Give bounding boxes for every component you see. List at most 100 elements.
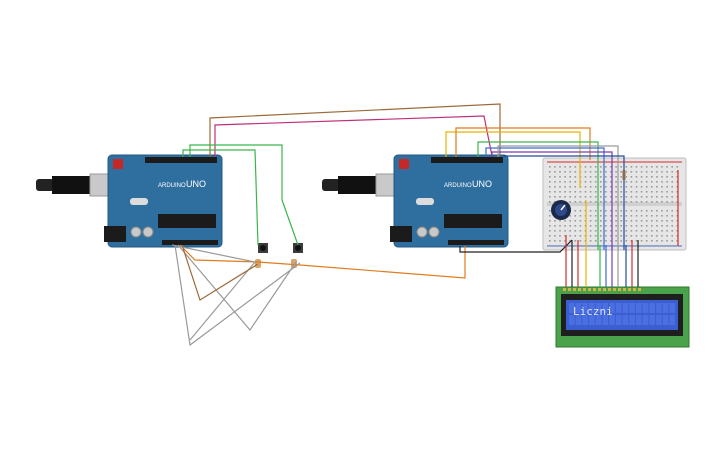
breadboard-hole — [651, 245, 653, 247]
pushbutton-2-cap[interactable] — [295, 245, 301, 251]
potentiometer[interactable] — [551, 200, 571, 220]
breadboard-hole — [676, 225, 679, 227]
breadboard-hole — [661, 235, 663, 237]
breadboard-hole — [605, 235, 607, 237]
breadboard-hole — [589, 215, 592, 217]
breadboard-hole — [559, 240, 561, 242]
wire-purple-top — [491, 151, 613, 250]
breadboard-hole — [625, 186, 628, 188]
lcd-pin — [598, 288, 601, 291]
reset-button-right[interactable] — [399, 159, 409, 169]
breadboard-hole — [549, 181, 551, 183]
breadboard-hole — [676, 196, 679, 198]
breadboard-hole — [656, 210, 658, 212]
breadboard-hole — [651, 166, 653, 168]
lcd-cell — [649, 303, 655, 313]
power-jack-left — [104, 226, 126, 242]
breadboard-hole — [666, 220, 668, 222]
breadboard-hole — [600, 181, 602, 183]
crystal-right — [416, 198, 434, 205]
breadboard-hole — [656, 201, 658, 203]
breadboard-hole — [569, 181, 571, 183]
lcd-cell — [615, 315, 622, 325]
breadboard-hole — [569, 171, 571, 173]
breadboard-hole — [615, 176, 617, 178]
breadboard-hole — [635, 210, 638, 212]
breadboard-hole — [671, 235, 673, 237]
breadboard-hole — [600, 196, 602, 198]
breadboard-hole — [610, 220, 612, 222]
breadboard-hole — [620, 220, 622, 222]
arduino-uno-right[interactable]: ARDUINO UNO — [322, 154, 509, 248]
breadboard-hole — [630, 235, 633, 237]
breadboard-hole — [635, 201, 638, 203]
breadboard-hole — [600, 240, 602, 242]
lcd-pin — [563, 288, 566, 291]
breadboard-hole — [640, 225, 643, 227]
lcd-pin — [628, 288, 631, 291]
breadboard-hole — [645, 201, 648, 203]
breadboard-hole — [610, 166, 612, 168]
pushbutton-2[interactable] — [293, 243, 303, 253]
lcd-16x2[interactable]: Liczni — [555, 286, 690, 348]
breadboard-hole — [651, 235, 653, 237]
wire-green-1 — [182, 149, 259, 246]
arduino-uno-left[interactable]: ARDUINO UNO — [36, 154, 223, 248]
breadboard-hole — [615, 245, 617, 247]
capacitor-left-1 — [130, 226, 142, 238]
breadboard-hole — [610, 235, 612, 237]
wire-brown-top — [209, 103, 501, 157]
breadboard-hole — [666, 240, 668, 242]
power-header-right — [448, 240, 504, 245]
board-brand-right: ARDUINO — [444, 183, 472, 189]
breadboard-hole — [574, 245, 577, 247]
breadboard-hole — [594, 245, 597, 247]
breadboard-hole — [564, 166, 566, 168]
breadboard-hole — [594, 215, 597, 217]
breadboard-hole — [640, 235, 643, 237]
breadboard-hole — [594, 210, 597, 212]
breadboard-hole — [579, 210, 582, 212]
breadboard-hole — [625, 191, 628, 193]
breadboard-hole — [671, 166, 673, 168]
lcd-cell — [602, 303, 609, 313]
pushbutton-1-cap[interactable] — [260, 245, 266, 251]
breadboard-hole — [589, 220, 592, 222]
wires — [171, 103, 679, 347]
breadboard-hole — [640, 240, 643, 242]
lcd-pin — [613, 288, 616, 291]
breadboard-hole — [589, 166, 592, 168]
reset-button-left[interactable] — [113, 159, 123, 169]
pushbutton-1[interactable] — [258, 243, 268, 253]
breadboard-hole — [615, 230, 617, 232]
breadboard-hole — [559, 220, 561, 222]
breadboard-hole — [615, 235, 617, 237]
breadboard-hole — [584, 191, 587, 193]
breadboard-hole — [630, 181, 633, 183]
breadboard-hole — [594, 240, 597, 242]
breadboard-hole — [554, 225, 556, 227]
lcd-cell — [662, 315, 669, 325]
breadboard-hole — [676, 186, 679, 188]
breadboard-hole — [671, 210, 673, 212]
breadboard-hole — [589, 176, 592, 178]
breadboard-hole — [569, 245, 571, 247]
breadboard-hole — [559, 166, 561, 168]
lcd-cell — [589, 315, 595, 325]
breadboard[interactable] — [542, 157, 687, 251]
wire-gray-3 — [171, 244, 257, 341]
breadboard-hole — [594, 181, 597, 183]
breadboard-hole — [661, 191, 663, 193]
breadboard-hole — [661, 225, 663, 227]
breadboard-hole — [589, 210, 592, 212]
breadboard-hole — [589, 186, 592, 188]
lcd-cell — [656, 315, 662, 325]
breadboard-hole — [645, 240, 648, 242]
breadboard-hole — [610, 181, 612, 183]
wire-orange-top — [455, 127, 591, 160]
breadboard-hole — [574, 220, 577, 222]
breadboard-hole — [605, 171, 607, 173]
lcd-pin — [583, 288, 586, 291]
breadboard-hole — [615, 201, 617, 203]
lcd-cell — [569, 315, 575, 325]
